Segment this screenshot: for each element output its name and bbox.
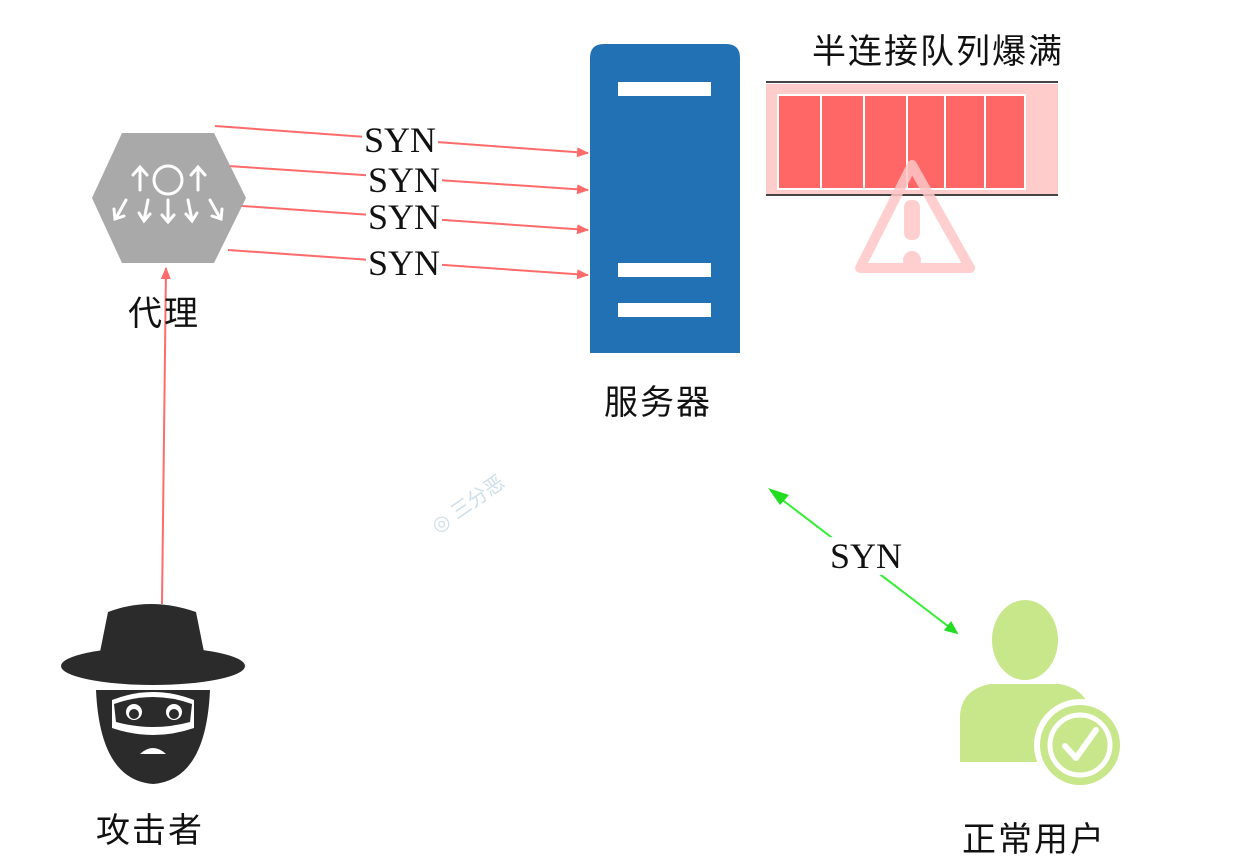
user-syn-label: SYN <box>828 536 905 576</box>
user-check-icon <box>960 600 1126 791</box>
syn-label: SYN <box>366 197 443 237</box>
queue-graphic <box>766 81 1058 196</box>
queue-full-label: 半连接队列爆满 <box>812 32 1064 72</box>
warning-icon <box>855 160 975 273</box>
queue-cells <box>777 94 1026 190</box>
server-label: 服务器 <box>604 383 712 423</box>
syn-label: SYN <box>366 243 443 283</box>
syn-label: SYN <box>362 120 439 160</box>
proxy-label: 代理 <box>128 294 200 334</box>
normal-user-label: 正常用户 <box>962 820 1106 860</box>
attacker-to-proxy-arrow <box>160 267 171 605</box>
user-arrow-head <box>768 488 789 505</box>
proxy-icon <box>92 133 246 263</box>
attacker-icon <box>61 604 245 784</box>
syn-label: SYN <box>366 160 443 200</box>
attacker-label: 攻击者 <box>96 811 204 851</box>
server-icon <box>590 44 740 353</box>
